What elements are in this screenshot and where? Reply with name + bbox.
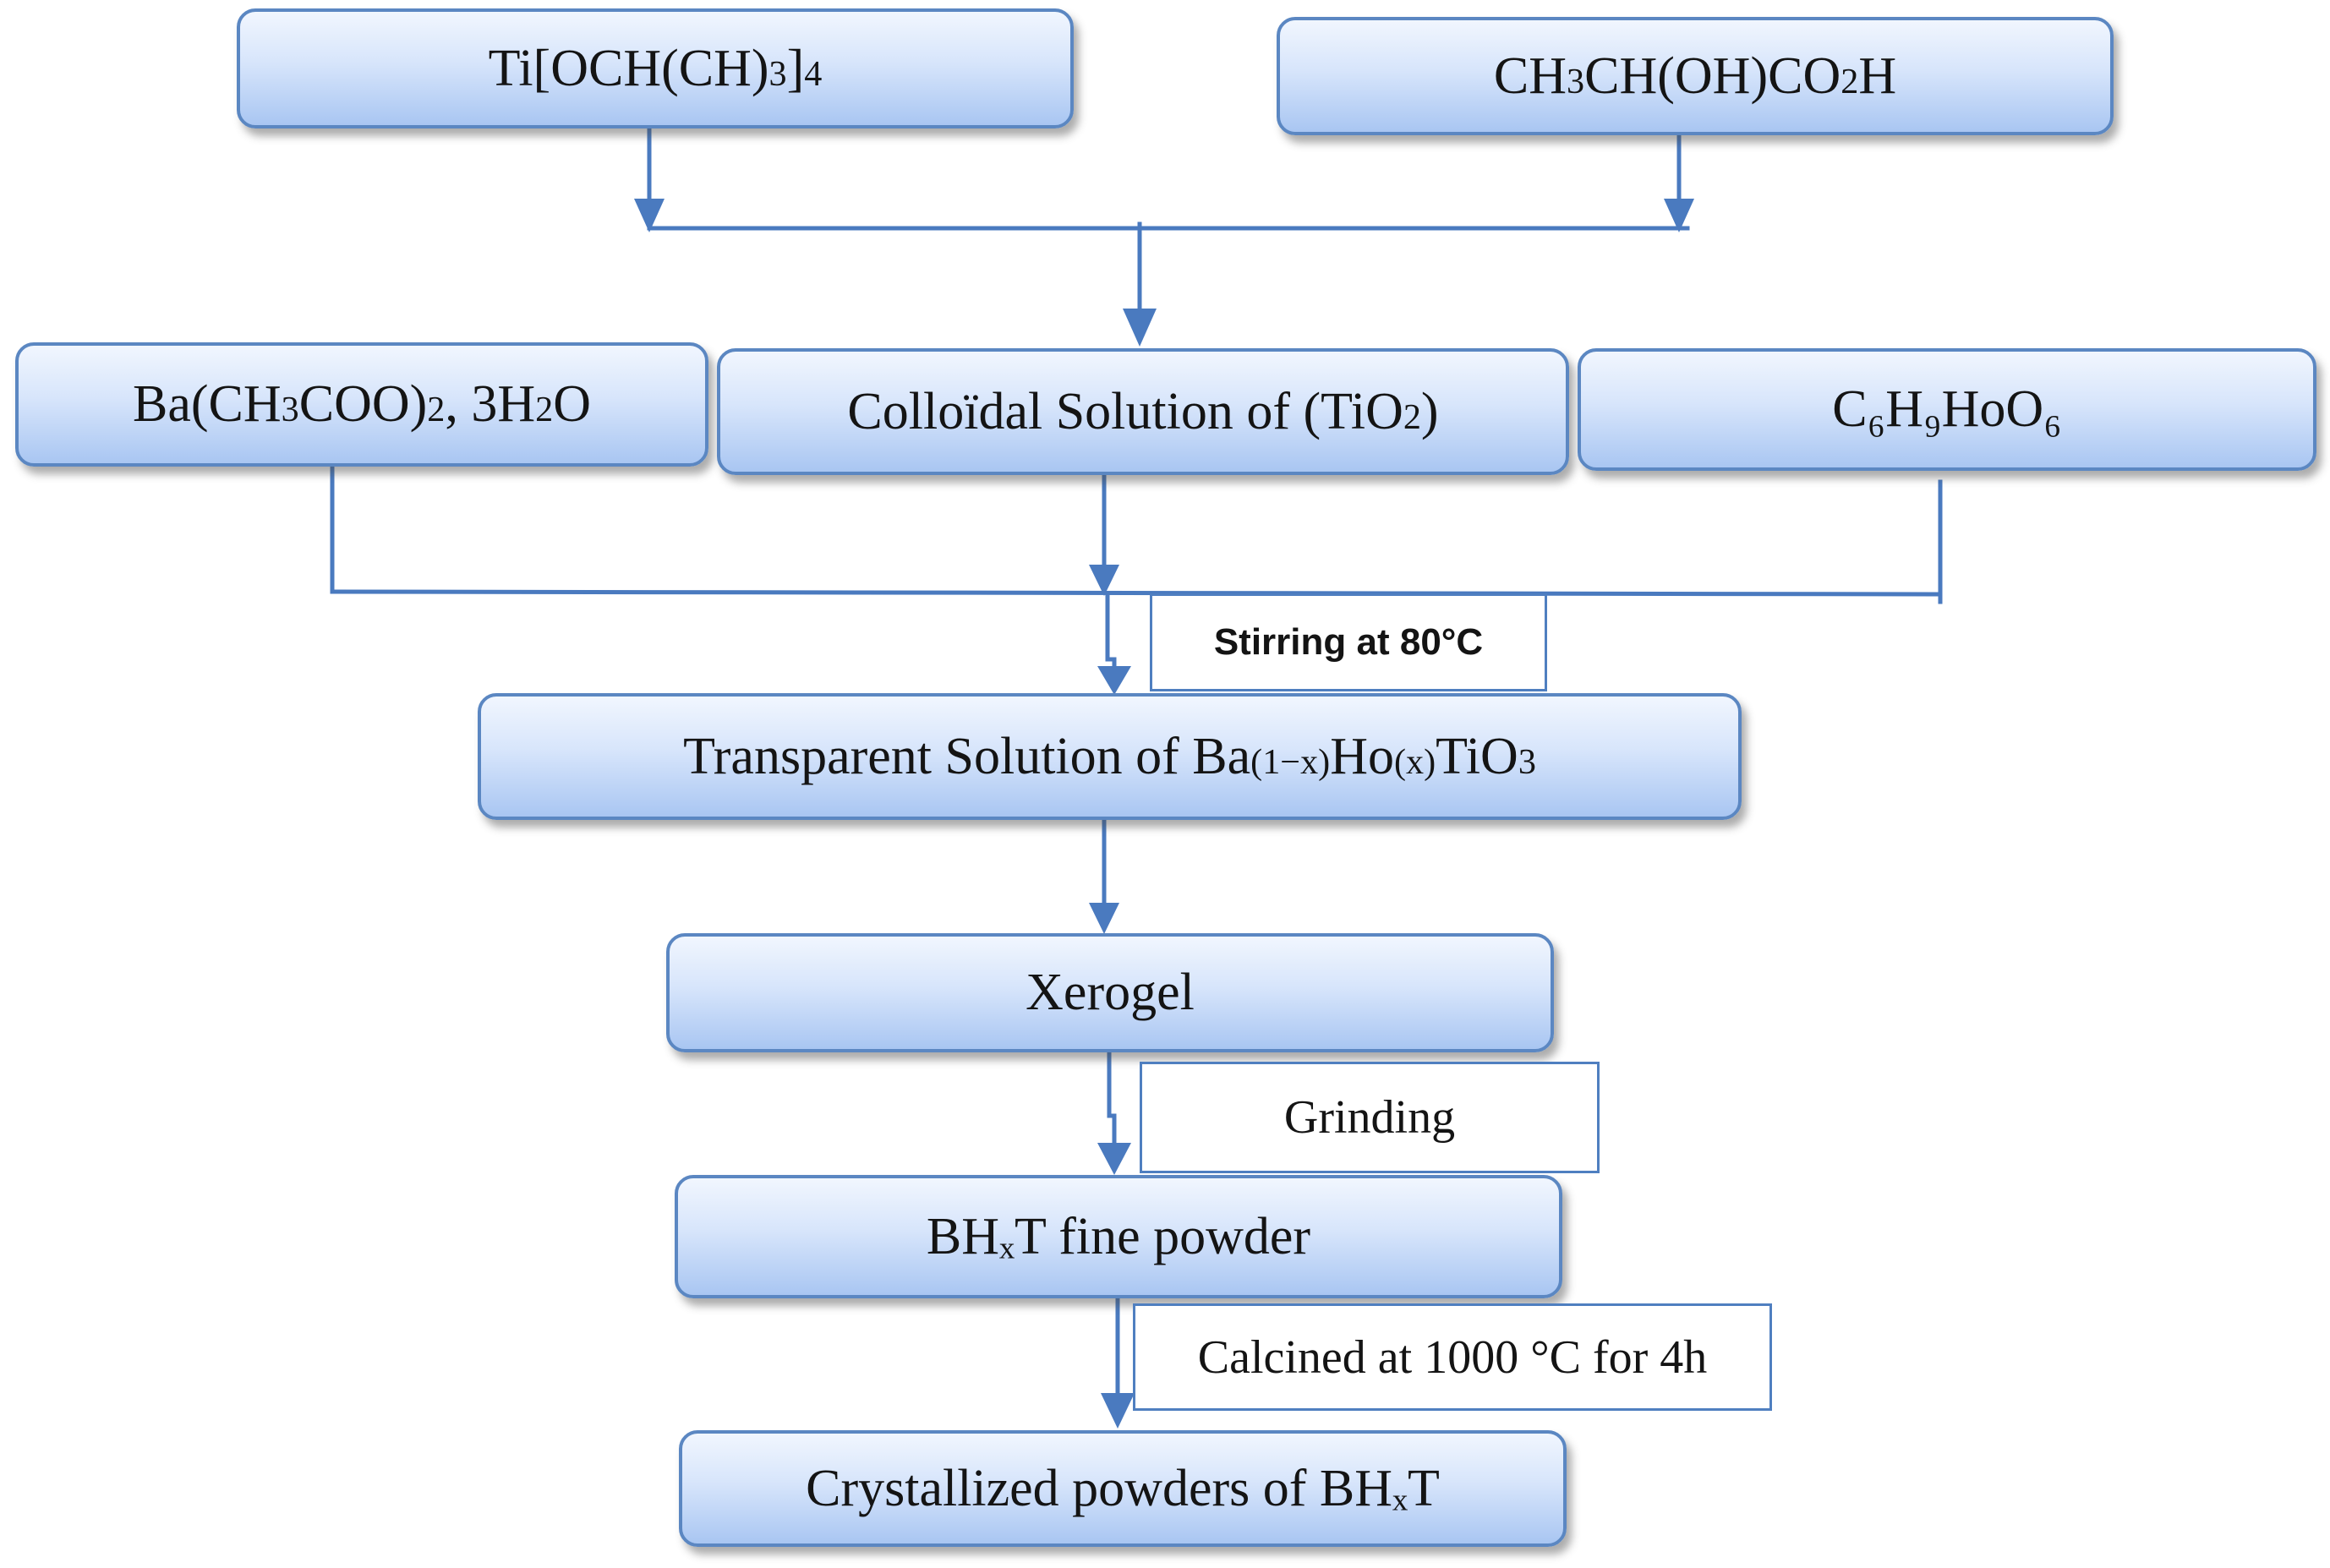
node-holmium-acetate-label: C₆H₉HoO₆ [1832, 380, 2062, 440]
formula-text: Colloïdal Solution of (TiO [847, 382, 1403, 440]
arrowhead-xerogel [1089, 903, 1119, 934]
formula-text: ] [786, 39, 805, 97]
formula-text: O [553, 375, 591, 433]
formula-text: COO) [298, 375, 428, 433]
arrowhead-lactic [1664, 199, 1694, 232]
formula-text: BHₓT fine powder [926, 1207, 1311, 1265]
node-crystallized-powder-label: Crystallized powders of BHₓT [806, 1459, 1440, 1519]
formula-text: TiO [1436, 727, 1518, 785]
arrowhead-colloidal-down [1089, 565, 1119, 596]
formula-text: Ti[OCH(CH) [488, 39, 769, 97]
formula-text: CH(OH)CO [1584, 46, 1841, 105]
node-fine-powder-label: BHₓT fine powder [927, 1207, 1310, 1267]
step-grinding-label: Grinding [1283, 1091, 1456, 1144]
formula-text: H [1858, 46, 1897, 105]
formula-text: , 3H [445, 375, 536, 433]
formula-text: Ba(CH [132, 375, 282, 433]
node-ti-precursor: Ti[OCH(CH)3]4 [237, 8, 1074, 128]
formula-text: Xerogel [1026, 964, 1195, 1021]
step-stirring-label: Stirring at 80°C [1213, 621, 1484, 663]
formula-text: CH [1493, 46, 1567, 105]
arrowhead-transparent [1097, 666, 1131, 695]
step-calcination-label: Calcined at 1000 °C for 4h [1197, 1330, 1708, 1384]
node-xerogel: Xerogel [666, 933, 1554, 1052]
node-xerogel-label: Xerogel [1026, 963, 1195, 1023]
arrowhead-fine-powder [1097, 1143, 1131, 1175]
merge-line-middle [330, 589, 1943, 597]
formula-text: C₆H₉HoO₆ [1832, 380, 2062, 438]
node-ti-precursor-label: Ti[OCH(CH)3]4 [488, 39, 823, 97]
arrowhead-ti [634, 199, 665, 232]
arrowhead-colloidal [1123, 309, 1157, 347]
formula-text: Crystallized powders of BHₓT [806, 1459, 1440, 1517]
step-grinding: Grinding [1140, 1062, 1600, 1173]
node-crystallized-powder: Crystallized powders of BHₓT [679, 1430, 1567, 1547]
node-fine-powder: BHₓT fine powder [675, 1175, 1562, 1298]
formula-text: Transparent Solution of Ba [683, 727, 1251, 785]
node-holmium-acetate: C₆H₉HoO₆ [1578, 348, 2316, 471]
arrowhead-crystallized [1101, 1393, 1135, 1429]
formula-text: ) [1420, 382, 1439, 440]
step-stirring: Stirring at 80°C [1150, 593, 1547, 691]
step-calcination: Calcined at 1000 °C for 4h [1133, 1303, 1772, 1411]
formula-text: Ho [1330, 727, 1394, 785]
